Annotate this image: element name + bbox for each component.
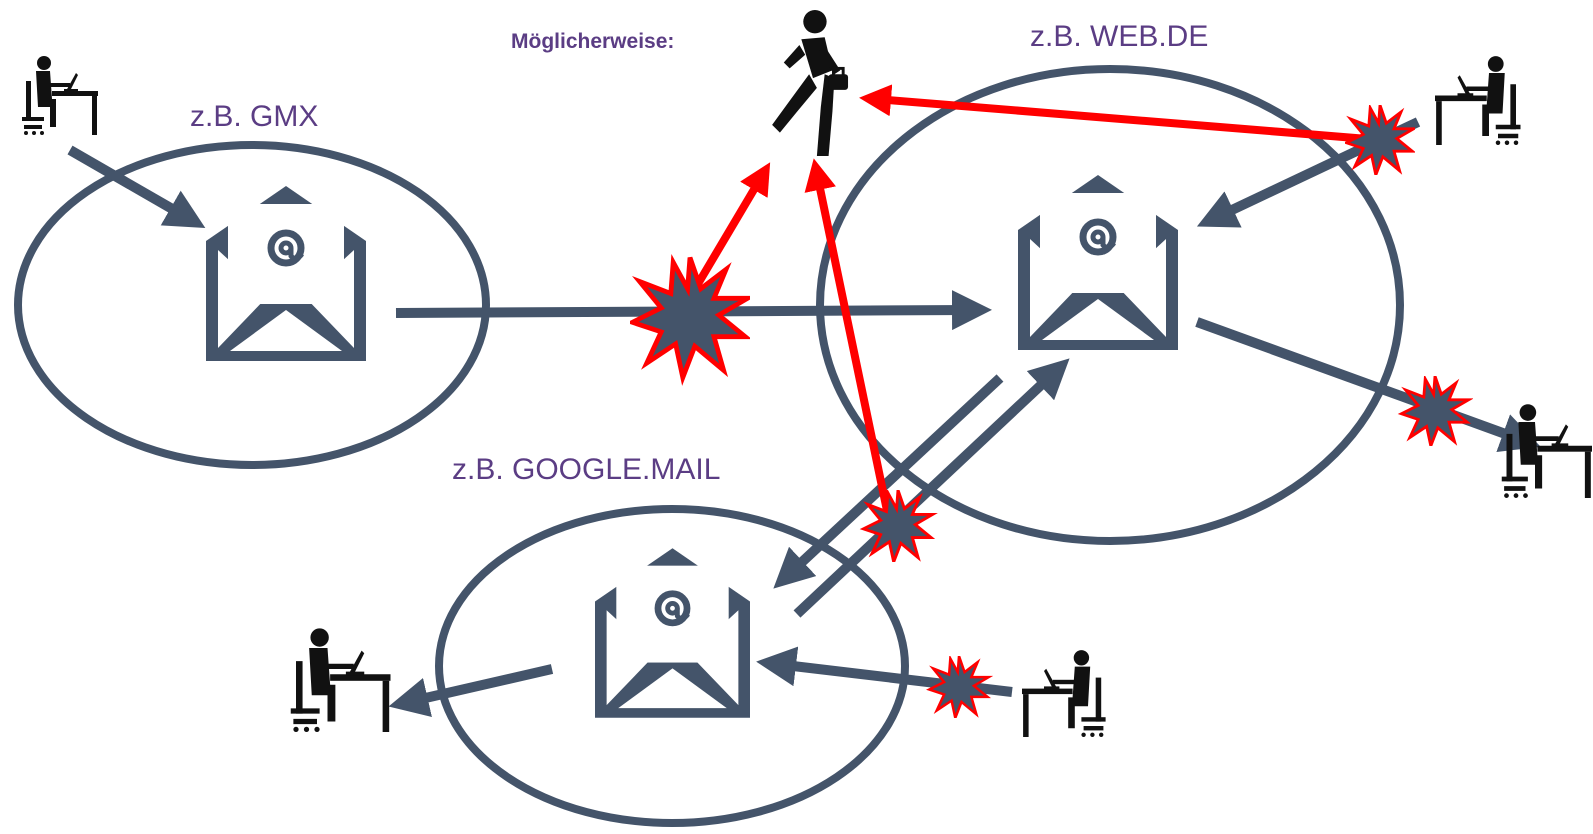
attacker-label: Möglicherweise:	[511, 30, 675, 53]
provider-label-googlemail: z.B. GOOGLE.MAIL	[452, 453, 721, 486]
provider-label-webde: z.B. WEB.DE	[1030, 20, 1209, 53]
attacker-icon	[770, 10, 850, 156]
user-googlemail-sender-icon	[1022, 650, 1106, 737]
interception-arrow-gmx-webde	[688, 162, 771, 297]
interception-burst-webde-sender-icon	[1345, 105, 1415, 175]
provider-ellipse-googlemail	[435, 505, 909, 827]
arrow-googlemail-to-user	[388, 664, 554, 718]
user-webde-sender-icon	[1435, 56, 1521, 145]
arrow-googlemail-to-webde	[793, 358, 1070, 618]
arrow-user-to-gmx	[67, 145, 206, 228]
arrow-webde-to-user	[1195, 317, 1541, 452]
mail-server-gmx-icon	[206, 186, 366, 361]
interception-arrow-googlemail-webde	[804, 158, 894, 526]
interception-arrow-webde-sender	[859, 84, 1381, 144]
arrow-webde-to-googlemail	[773, 374, 1004, 589]
user-googlemail-recipient-icon	[290, 628, 391, 732]
provider-label-gmx: z.B. GMX	[190, 100, 319, 133]
provider-ellipse-gmx	[14, 141, 490, 469]
interception-burst-gmx-webde-icon	[632, 258, 747, 378]
mail-server-googlemail-icon	[595, 548, 750, 718]
user-gmx-sender-icon	[22, 56, 98, 135]
user-webde-recipient-icon	[1501, 404, 1592, 498]
interception-burst-webde-recipient-icon	[1399, 376, 1471, 446]
mail-server-webde-icon	[1018, 175, 1178, 350]
provider-ellipse-webde	[816, 65, 1404, 545]
